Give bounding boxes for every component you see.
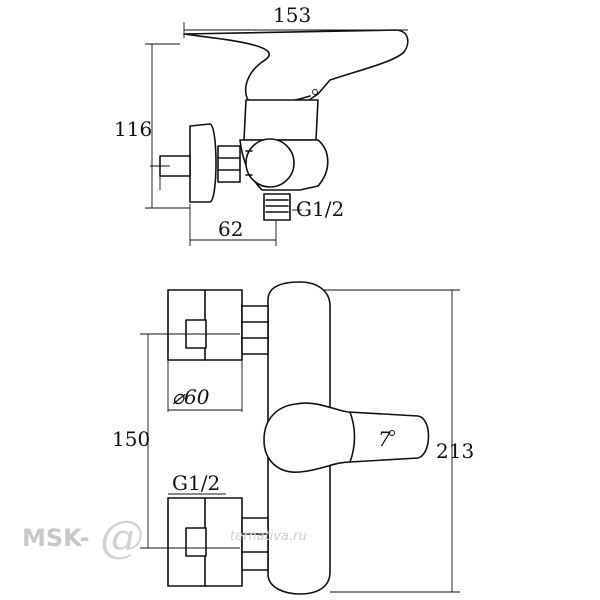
front-view: 213 7 150 ⌀60 G1/2 bbox=[112, 281, 474, 595]
side-view: 153 116 G1/2 bbox=[114, 3, 409, 246]
dim-116-label: 116 bbox=[114, 117, 152, 141]
watermark-at-symbol: @ bbox=[100, 512, 144, 563]
side-wall-flange bbox=[189, 123, 217, 203]
side-thread-label: G1/2 bbox=[296, 197, 344, 221]
side-lever-screw bbox=[312, 89, 318, 95]
front-thread-label: G1/2 bbox=[172, 471, 220, 495]
side-body-ticks bbox=[245, 150, 253, 176]
dim-62-label: 62 bbox=[218, 217, 243, 241]
dim-153-label: 153 bbox=[273, 3, 311, 27]
dim-60-label: ⌀60 bbox=[172, 385, 210, 409]
front-lever-screw bbox=[389, 430, 395, 436]
front-lower-pipe bbox=[185, 527, 207, 557]
front-handle-mark: 7 bbox=[378, 427, 391, 451]
watermark-domain: ternativa.ru bbox=[230, 529, 307, 544]
front-upper-nut bbox=[241, 305, 269, 355]
watermark: MSK- @ ternativa.ru bbox=[22, 512, 307, 563]
watermark-brand: MSK- bbox=[22, 524, 90, 552]
front-lever-ridge bbox=[349, 411, 356, 463]
dim-150-label: 150 bbox=[112, 427, 150, 451]
dim-213-label: 213 bbox=[436, 439, 474, 463]
side-body-round bbox=[245, 138, 295, 188]
side-cartridge-neck bbox=[243, 99, 319, 141]
side-hex-nut bbox=[217, 145, 241, 183]
side-outlet bbox=[263, 193, 291, 221]
side-lever-handle bbox=[183, 29, 409, 110]
front-lever-handle bbox=[263, 402, 430, 473]
front-lower-nut bbox=[241, 517, 269, 571]
